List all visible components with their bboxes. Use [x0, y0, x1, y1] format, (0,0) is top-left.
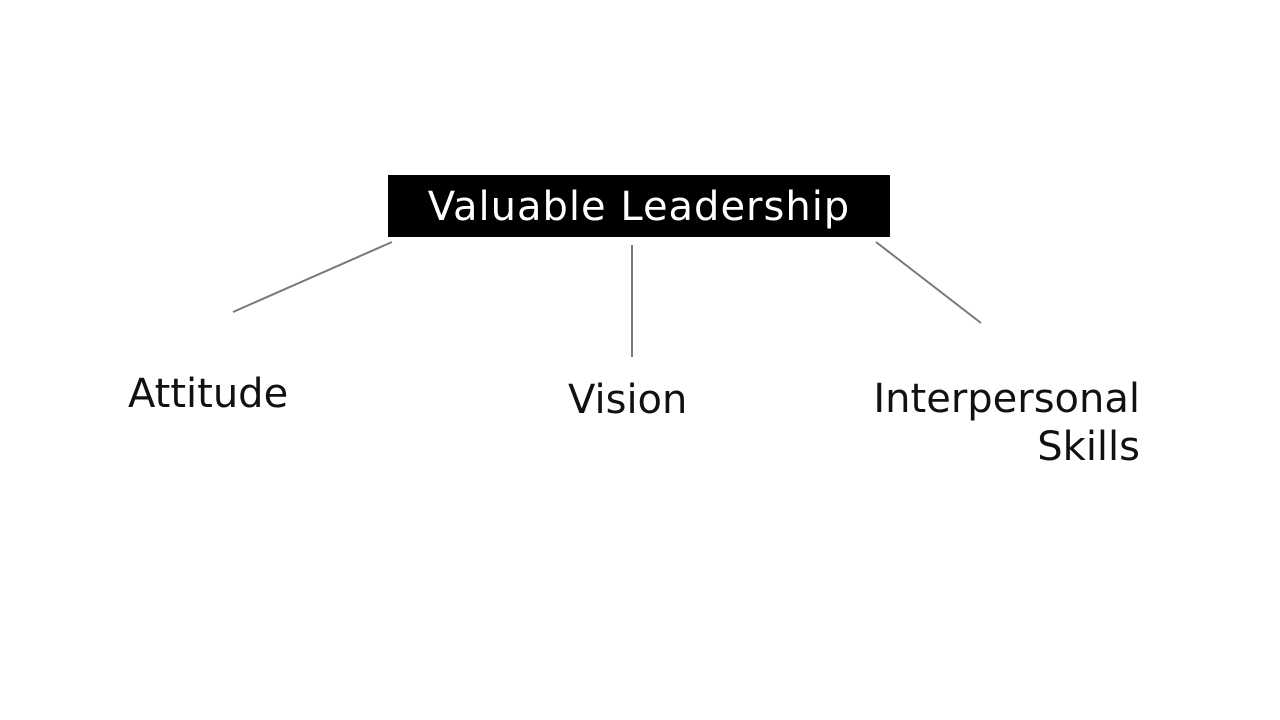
connector-attitude: [232, 241, 393, 313]
child-node-interpersonal-skills: Interpersonal Skills: [873, 376, 1140, 470]
child-node-vision: Vision: [568, 377, 688, 423]
root-node: Valuable Leadership: [388, 175, 890, 237]
child-node-attitude: Attitude: [128, 371, 289, 417]
root-node-label: Valuable Leadership: [427, 184, 851, 230]
connector-interpersonal: [875, 241, 982, 324]
